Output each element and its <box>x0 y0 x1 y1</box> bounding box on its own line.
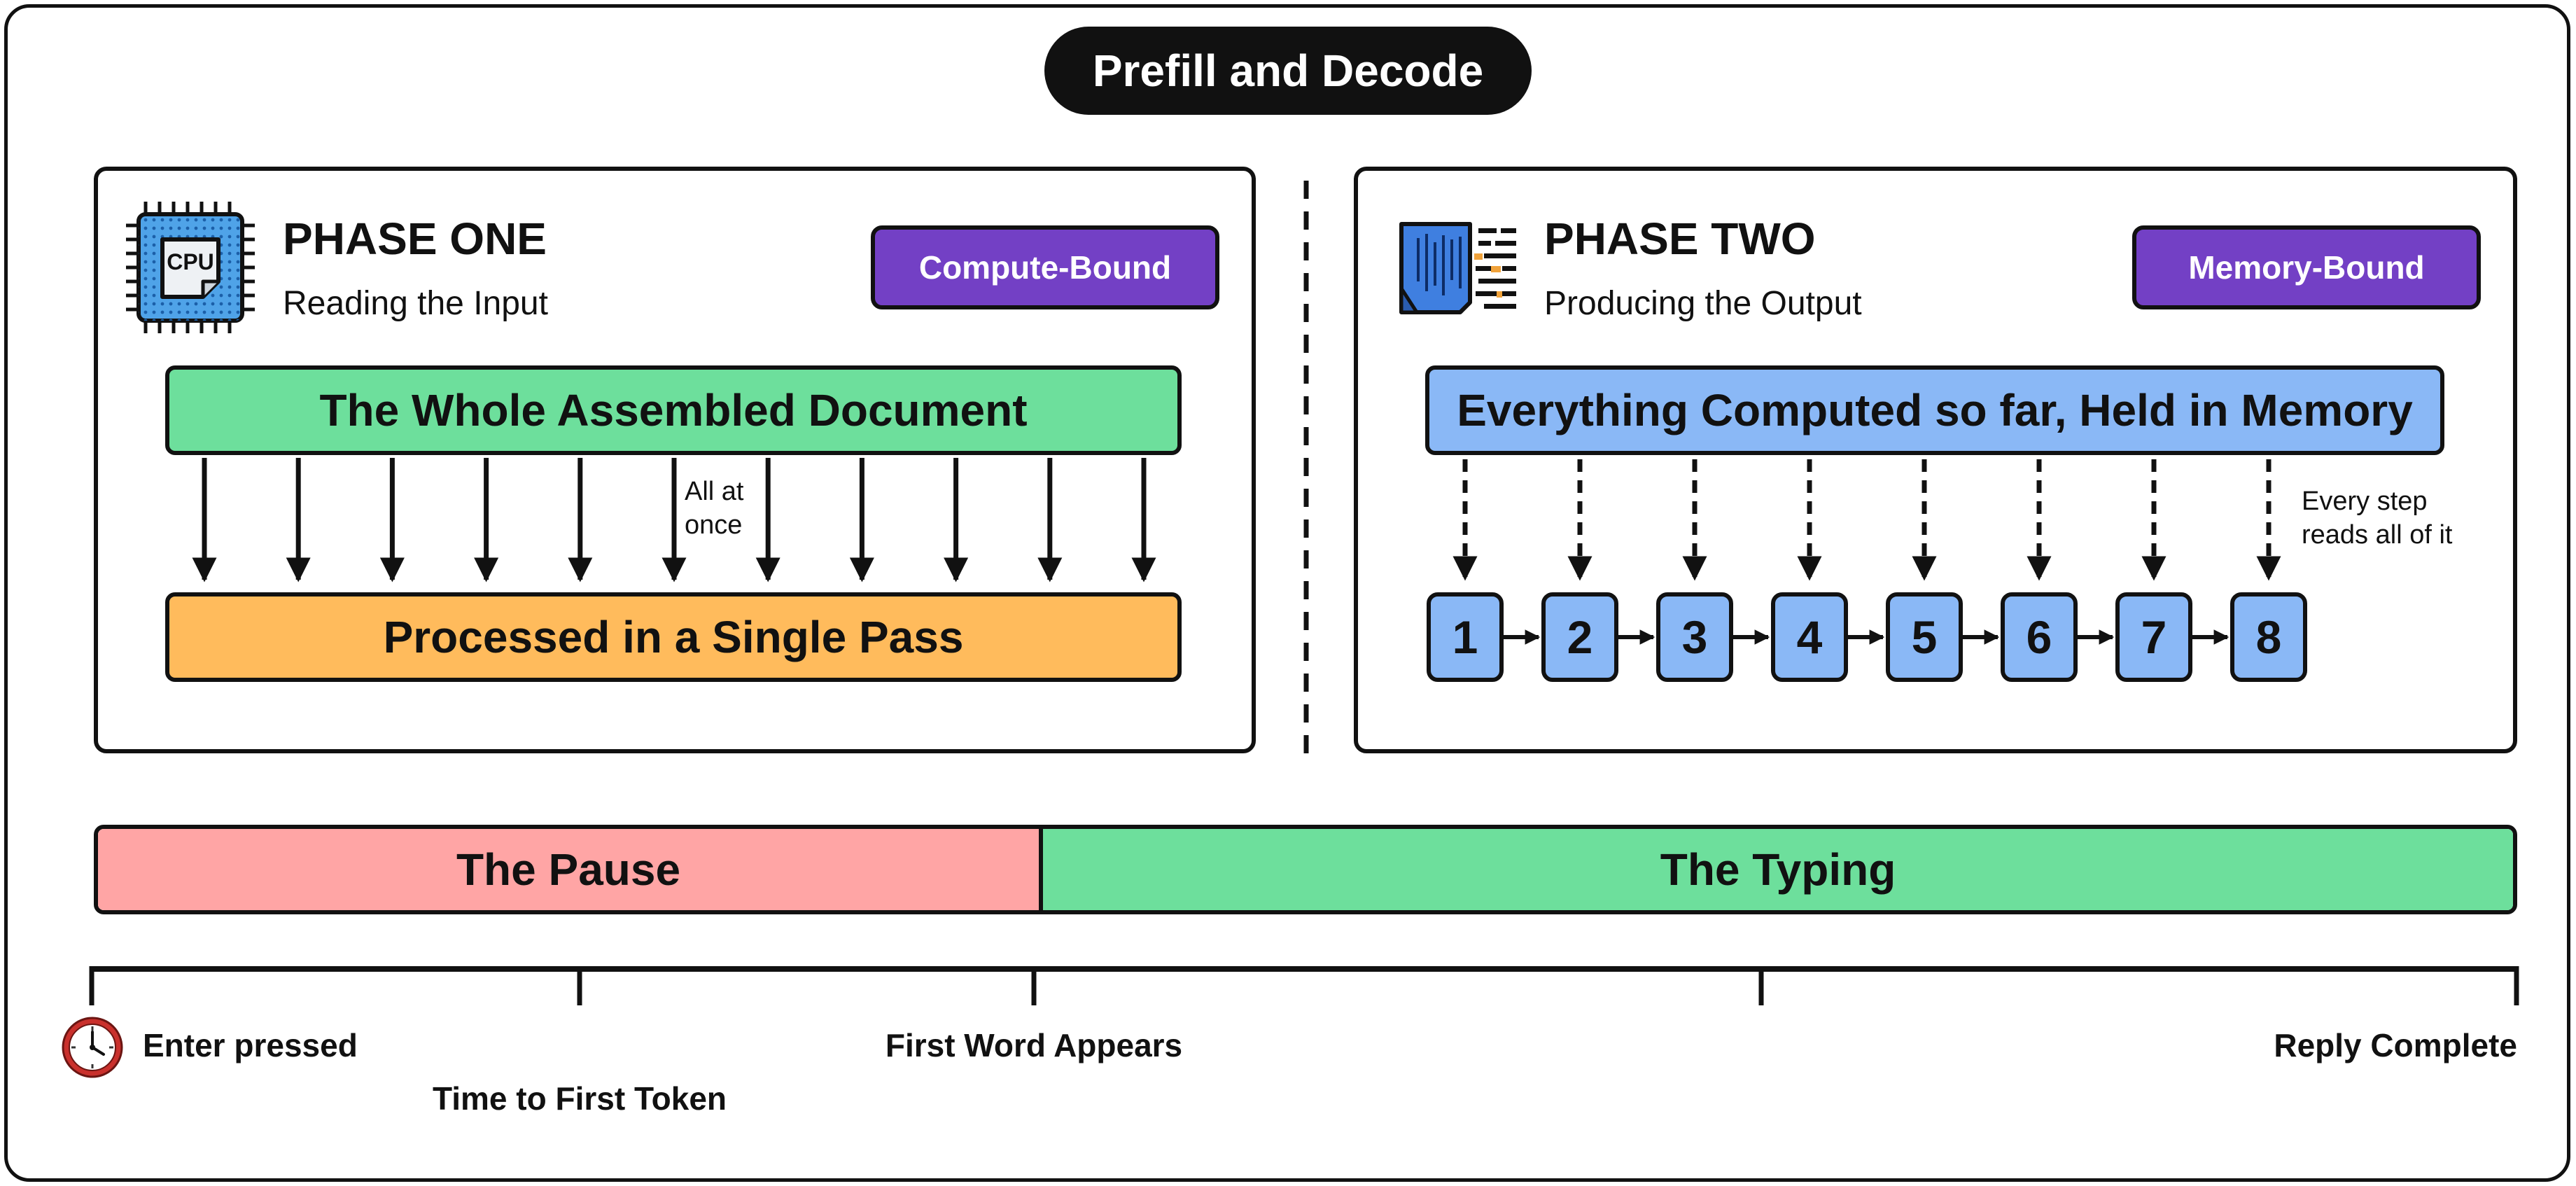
compute-bound-badge: Compute-Bound <box>871 225 1219 309</box>
enter-pressed-label: Enter pressed <box>143 1027 358 1063</box>
phase-one-subtitle: Reading the Input <box>283 285 548 322</box>
decode-step: 2 <box>1541 592 1618 682</box>
timeline-bar: The Pause The Typing <box>94 825 2517 914</box>
first-word-label: First Word Appears <box>885 1027 1183 1063</box>
page-title: Prefill and Decode <box>1044 27 1532 115</box>
phase-two-subtitle: Producing the Output <box>1544 285 1862 322</box>
outer-frame <box>4 4 2570 1182</box>
phase-two-title: PHASE TWO <box>1544 214 1816 264</box>
single-pass-bar: Processed in a Single Pass <box>165 592 1182 682</box>
memory-bound-badge: Memory-Bound <box>2132 225 2481 309</box>
reply-complete-label: Reply Complete <box>2274 1027 2517 1063</box>
all-at-once-line1: All at <box>685 477 744 506</box>
assembled-document-bar: The Whole Assembled Document <box>165 365 1182 455</box>
every-step-note: Every step reads all of it <box>2302 484 2452 552</box>
typing-segment: The Typing <box>1043 829 2513 910</box>
decode-step: 3 <box>1656 592 1733 682</box>
pause-segment: The Pause <box>98 829 1043 910</box>
phase-one-title: PHASE ONE <box>283 214 547 264</box>
every-step-line1: Every step <box>2302 487 2428 516</box>
decode-step: 5 <box>1886 592 1963 682</box>
all-at-once-note: All at once <box>685 475 743 542</box>
decode-step: 4 <box>1771 592 1848 682</box>
decode-step: 1 <box>1427 592 1504 682</box>
every-step-line2: reads all of it <box>2302 520 2453 550</box>
document-data-icon <box>1397 218 1523 316</box>
cpu-chip-label: CPU <box>167 249 214 274</box>
clock-icon <box>60 1015 125 1080</box>
decode-step: 6 <box>2001 592 2078 682</box>
all-at-once-line2: once <box>685 510 743 540</box>
decode-step: 7 <box>2115 592 2192 682</box>
decode-step: 8 <box>2230 592 2307 682</box>
cpu-chip-icon: CPU <box>125 199 259 336</box>
memory-bar: Everything Computed so far, Held in Memo… <box>1425 365 2444 455</box>
ttft-label: Time to First Token <box>432 1080 727 1117</box>
